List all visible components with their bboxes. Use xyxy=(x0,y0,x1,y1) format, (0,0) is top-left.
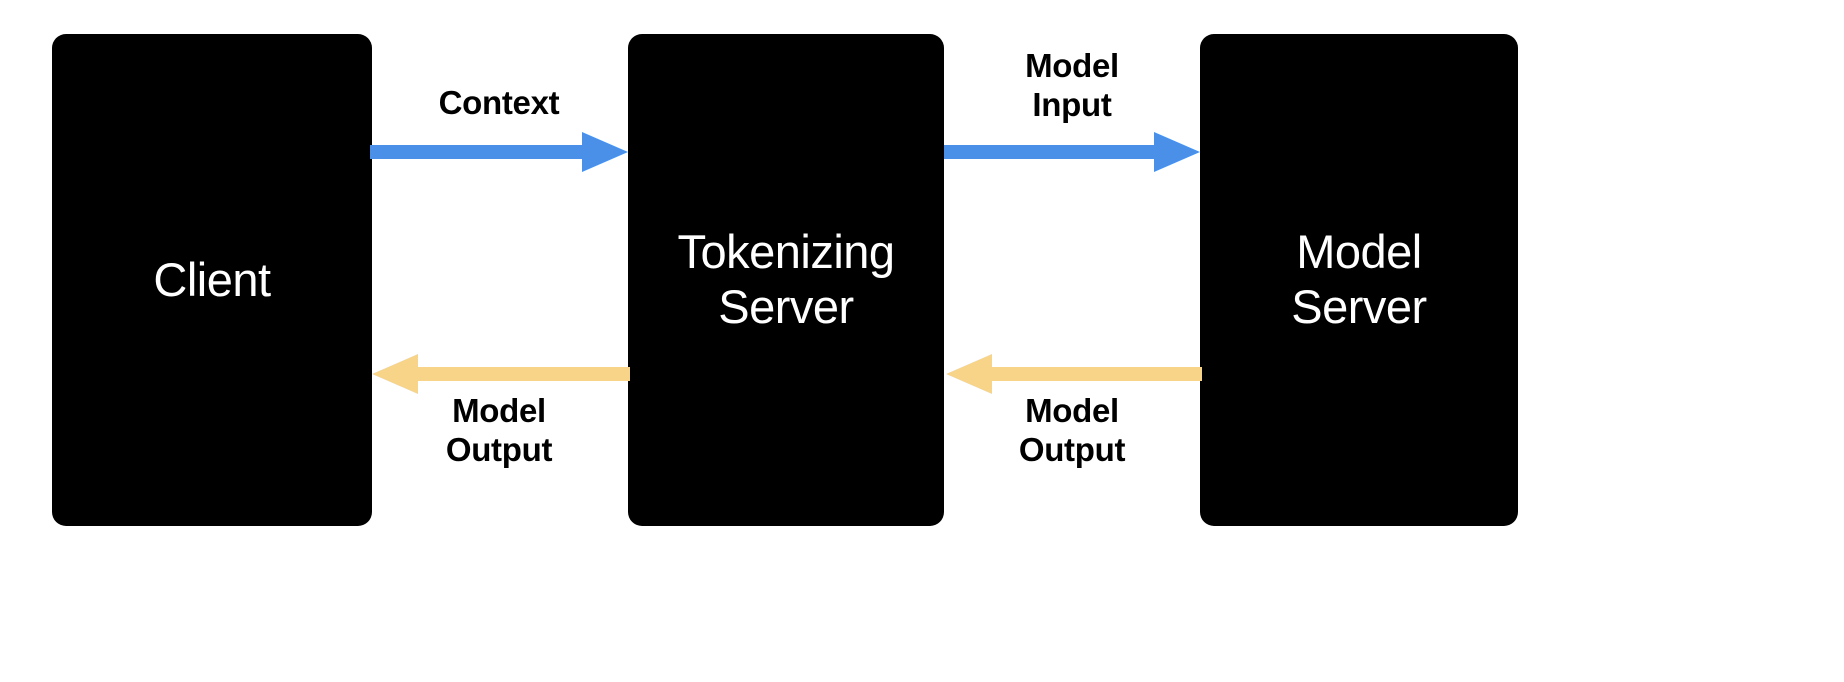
node-client[interactable]: Client xyxy=(52,34,372,526)
node-client-label: Client xyxy=(153,252,271,306)
arrow-model-output-left-icon xyxy=(372,354,630,394)
node-model-server[interactable]: Model Server xyxy=(1200,34,1518,526)
arrow-model-output-right-icon xyxy=(946,354,1202,394)
edge-label-model-output-left: Model Output xyxy=(445,392,553,468)
edge-label-model-input: Model Input xyxy=(1025,47,1119,123)
edge-label-model-output-right: Model Output xyxy=(1018,392,1126,468)
edge-label-context: Context xyxy=(438,84,560,121)
arrow-context-icon xyxy=(370,132,628,172)
node-tokenizing-server-label: Tokenizing Server xyxy=(677,225,895,333)
node-tokenizing-server[interactable]: Tokenizing Server xyxy=(628,34,944,526)
arrow-model-input-icon xyxy=(944,132,1200,172)
node-model-server-label: Model Server xyxy=(1291,225,1427,333)
